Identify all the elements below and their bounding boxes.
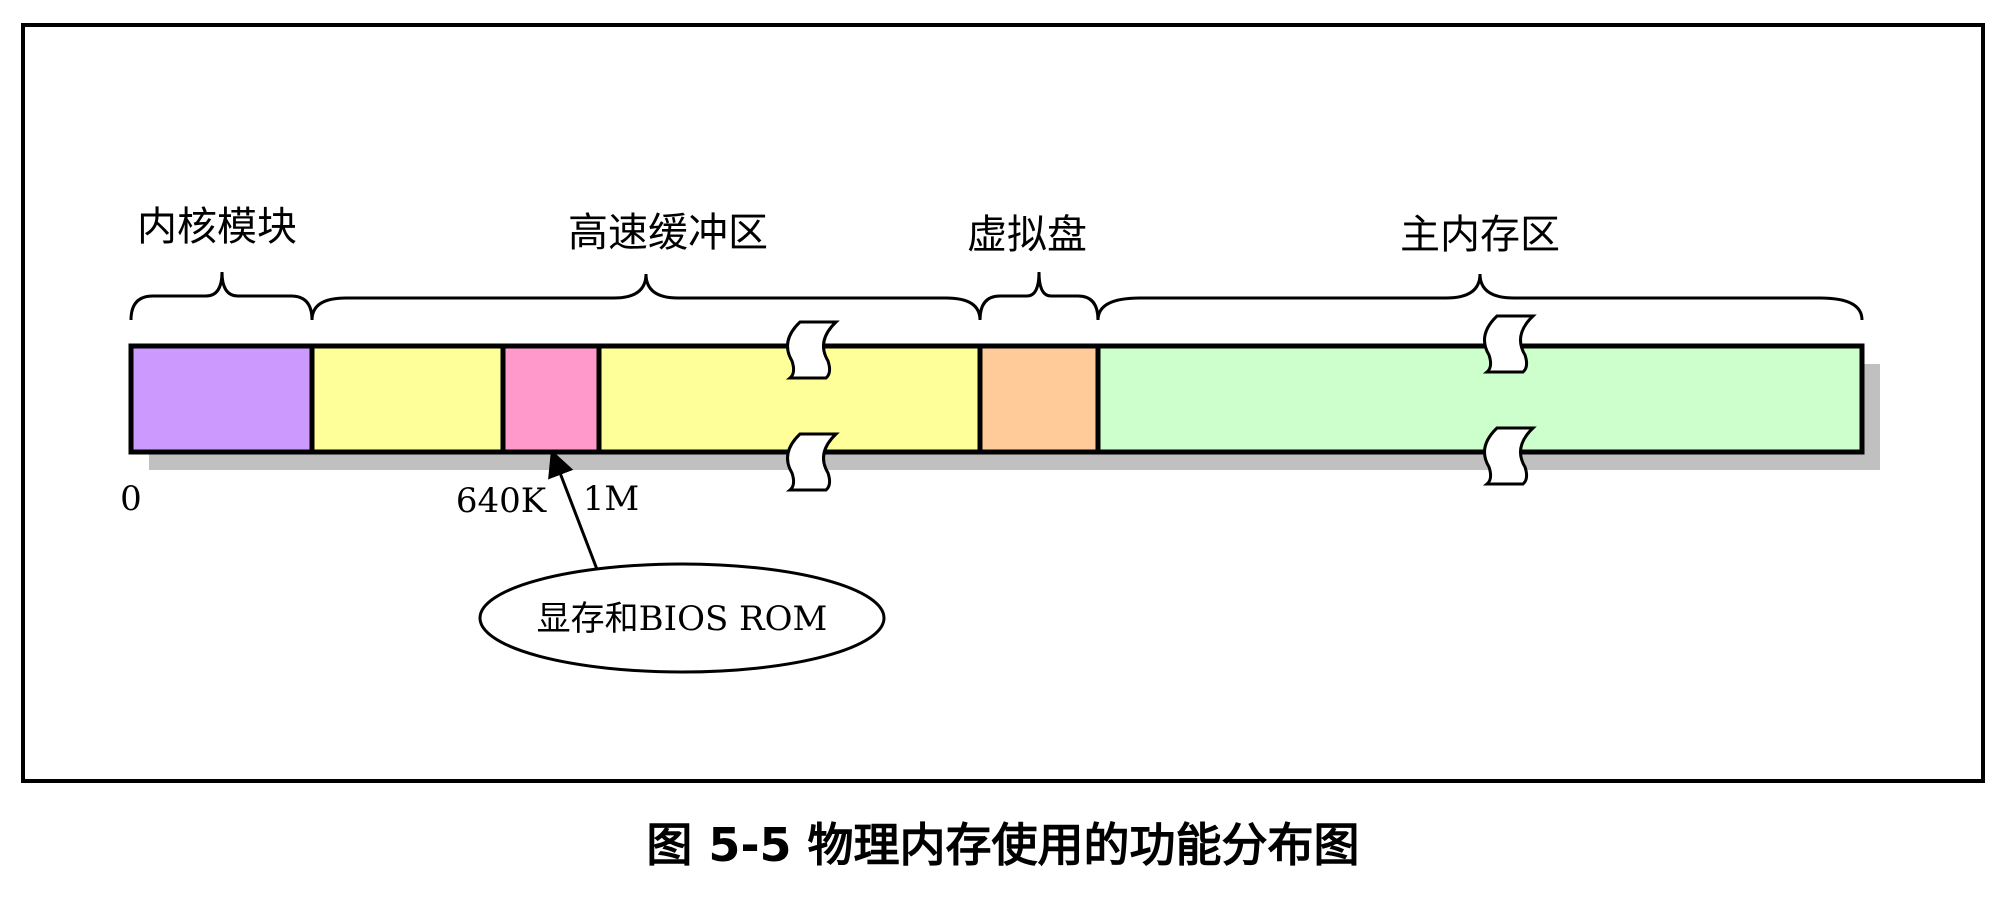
segment-ramdisk [977, 343, 1101, 455]
segment-vram-bios [500, 343, 602, 455]
break-mark-main-top [1482, 314, 1537, 374]
label-kernel: 内核模块 [137, 204, 297, 250]
break-mark-main-bottom [1482, 426, 1537, 486]
tick-1m: 1M [583, 479, 639, 519]
brace-kernel [129, 271, 314, 321]
brace-buffer [310, 273, 982, 321]
label-buffer: 高速缓冲区 [568, 210, 768, 256]
break-mark-buffer-top [785, 320, 840, 380]
brace-ramdisk [978, 271, 1100, 321]
figure-caption: 图 5-5 物理内存使用的功能分布图 [646, 818, 1359, 872]
break-mark-buffer-bottom [785, 432, 840, 492]
segment-main-memory [1095, 343, 1865, 455]
callout-arrow [548, 449, 600, 573]
label-main-memory: 主内存区 [1400, 212, 1560, 258]
segment-buffer-high [596, 343, 983, 455]
callout-label: 显存和BIOS ROM [537, 599, 828, 639]
brace-main-memory [1096, 273, 1864, 321]
label-ramdisk: 虚拟盘 [967, 212, 1087, 258]
callout-ellipse [478, 562, 886, 674]
tick-640k: 640K [456, 481, 547, 521]
segment-buffer-low [309, 343, 506, 455]
tick-0: 0 [120, 479, 142, 519]
diagram-frame [21, 23, 1985, 783]
segment-kernel [128, 343, 315, 455]
